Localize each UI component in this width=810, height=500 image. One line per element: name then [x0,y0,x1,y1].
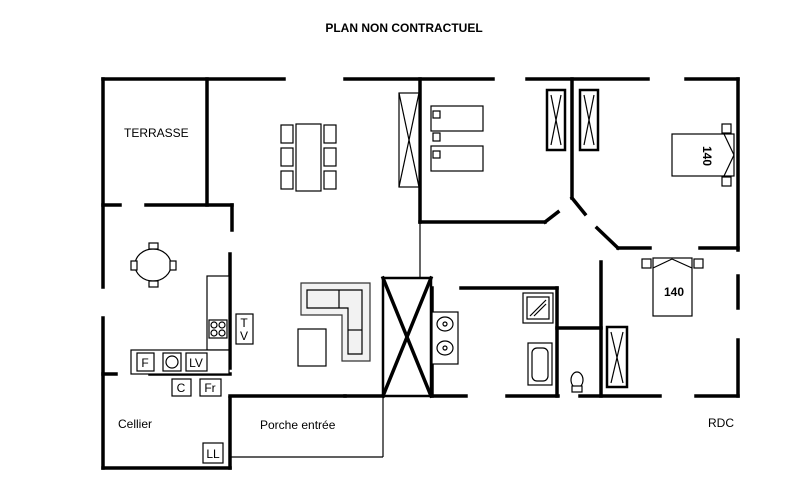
wardrobe-living [398,92,420,188]
wardrobe-bedroom-1 [545,88,567,152]
dining-table [280,123,337,192]
tv-label-v: V [240,329,248,343]
wardrobe-bedroom-2 [578,88,600,152]
twin-beds [430,105,484,172]
kitchen-counter [206,275,230,351]
dishwasher-label: LV [189,356,203,370]
freezer-label: C [177,381,186,395]
level-label: RDC [708,416,734,430]
fridge-label: F [141,356,148,370]
room-label-porche: Porche entrée [260,418,336,432]
double-bed-2: 140 [641,257,704,317]
tv-label: T [240,316,248,330]
washer-label: LL [206,447,220,461]
plan-title: PLAN NON CONTRACTUEL [325,21,482,35]
tv-unit: T V [235,313,254,345]
round-table [130,242,177,288]
bed-size-label-1: 140 [700,146,714,166]
room-label-terrasse: TERRASSE [124,126,189,140]
double-bed-1: 140 [671,123,735,187]
bathroom-fixtures [431,292,584,393]
fr-label: Fr [204,381,215,395]
wardrobe-bedroom-3 [605,325,629,389]
cellier-appliances: C Fr LL [171,378,224,464]
stair-void [380,275,434,399]
room-label-cellier: Cellier [118,417,152,431]
sofa [300,282,371,362]
coffee-table [297,328,327,367]
bed-size-label-2: 140 [664,285,684,299]
kitchen-appliances: F LV [130,349,230,375]
walls [101,77,740,470]
